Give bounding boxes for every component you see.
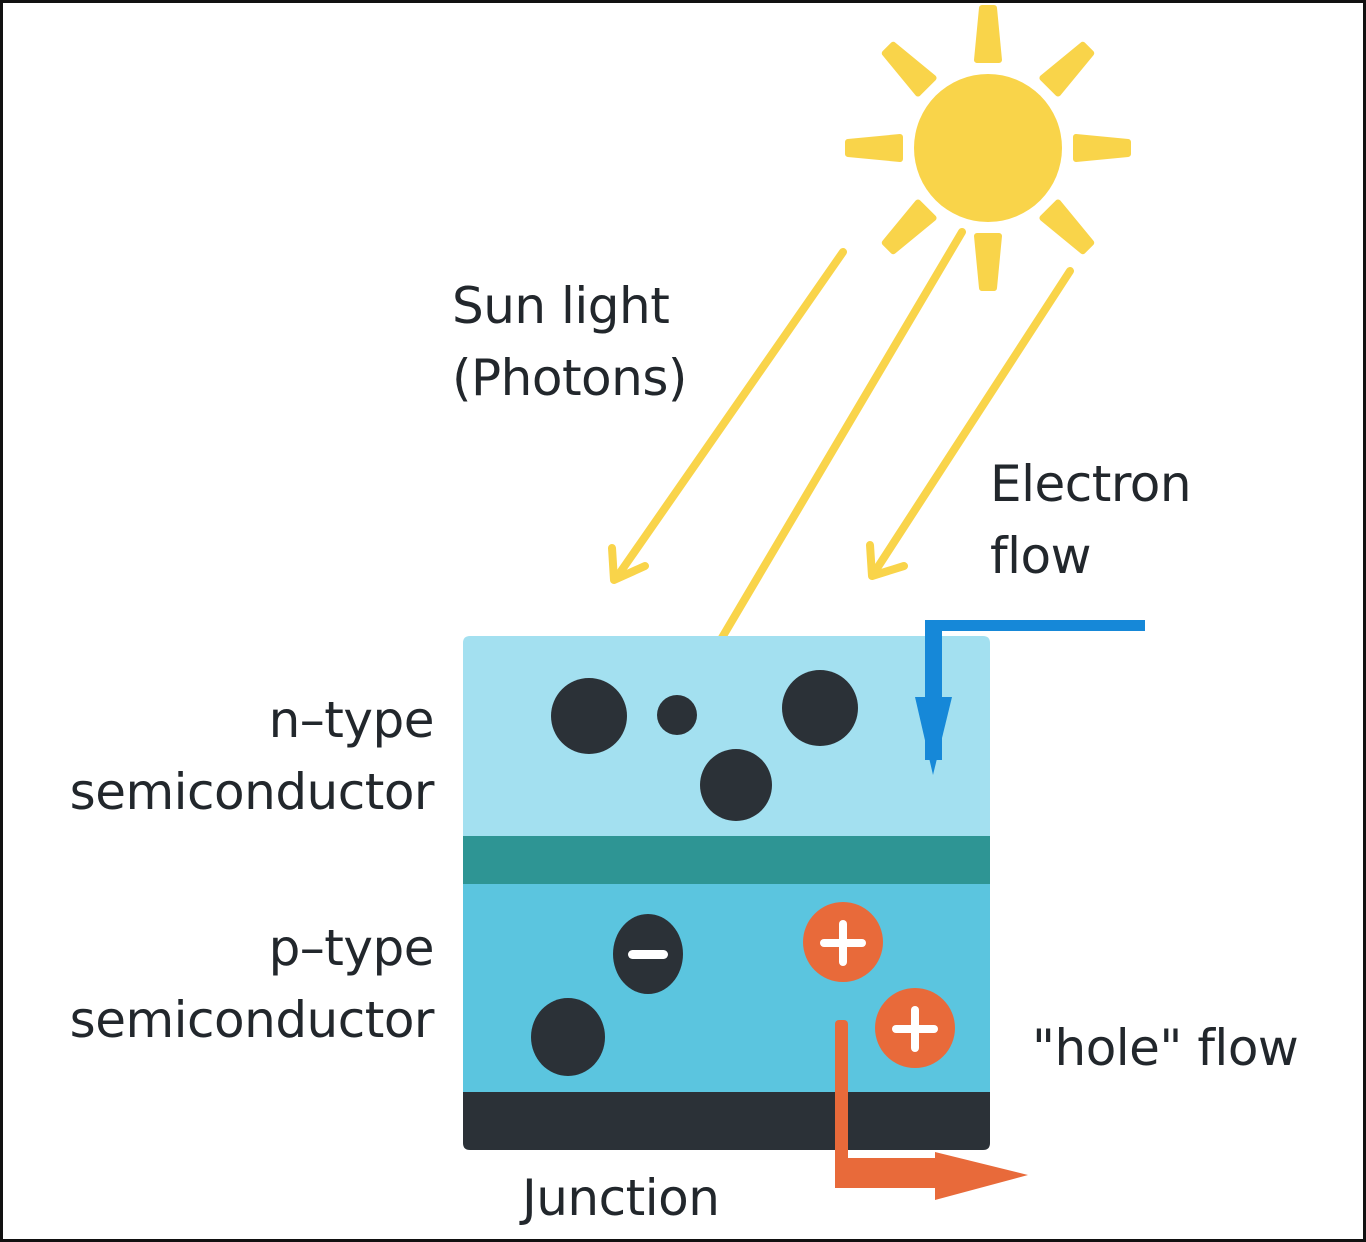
electron-particle-excited: [657, 695, 697, 735]
photon-arrow-left-head: [608, 544, 649, 584]
sun-ray: [881, 199, 937, 255]
electron-flow-label-line1: Electron: [990, 455, 1192, 513]
electron-flow-label-line2: flow: [990, 527, 1091, 585]
n-type-particles: [551, 670, 858, 821]
hole-flow-label: "hole" flow: [1032, 1012, 1299, 1084]
p-type-label: p–type semiconductor: [69, 912, 435, 1056]
minus-icon: [628, 950, 668, 959]
sun-ray: [881, 41, 937, 97]
sun-ray: [974, 5, 1002, 63]
p-type-particles: [531, 902, 955, 1076]
sun-icon: [845, 5, 1131, 291]
sun-ray: [1073, 134, 1131, 162]
sunlight-label-line1: Sun light: [452, 277, 670, 335]
photon-arrow-right: [870, 267, 1074, 577]
junction-label-text: Junction: [522, 1169, 720, 1227]
n-type-label-line2: semiconductor: [69, 763, 435, 821]
plus-icon: [892, 1006, 938, 1052]
sun-rays: [845, 5, 1131, 291]
hole-flow-label-text: "hole" flow: [1032, 1019, 1299, 1077]
p-type-label-line1: p–type: [268, 919, 435, 977]
solar-cell: [463, 636, 990, 1150]
plus-icon: [820, 920, 866, 966]
sunlight-label-line2: (Photons): [452, 349, 687, 407]
hole-flow-arrow: [835, 1020, 1028, 1200]
n-type-label-line1: n–type: [268, 691, 435, 749]
n-type-label: n–type semiconductor: [69, 684, 435, 828]
photon-arrow-left: [613, 248, 847, 581]
base-contact-layer: [463, 1090, 990, 1150]
sun-ray: [1039, 41, 1095, 97]
photon-arrow-right-head: [866, 541, 908, 580]
electron-flow-label: Electron flow: [990, 448, 1192, 592]
sun-ray: [845, 134, 903, 162]
junction-label: Junction: [522, 1162, 720, 1234]
electron-particle: [531, 998, 605, 1076]
sun-ray: [1039, 199, 1095, 255]
photon-ray-absorbed: [677, 228, 966, 711]
electron-particle: [782, 670, 858, 746]
electron-particle: [700, 749, 772, 821]
sunlight-label: Sun light (Photons): [452, 270, 687, 414]
sunlight-arrows: [608, 228, 1074, 711]
junction-band: [463, 836, 990, 884]
sun-ray: [974, 233, 1002, 291]
p-type-label-line2: semiconductor: [69, 991, 435, 1049]
electron-particle: [551, 678, 627, 754]
sun-disc: [914, 74, 1062, 222]
electron-flow-arrow: [915, 620, 1145, 775]
